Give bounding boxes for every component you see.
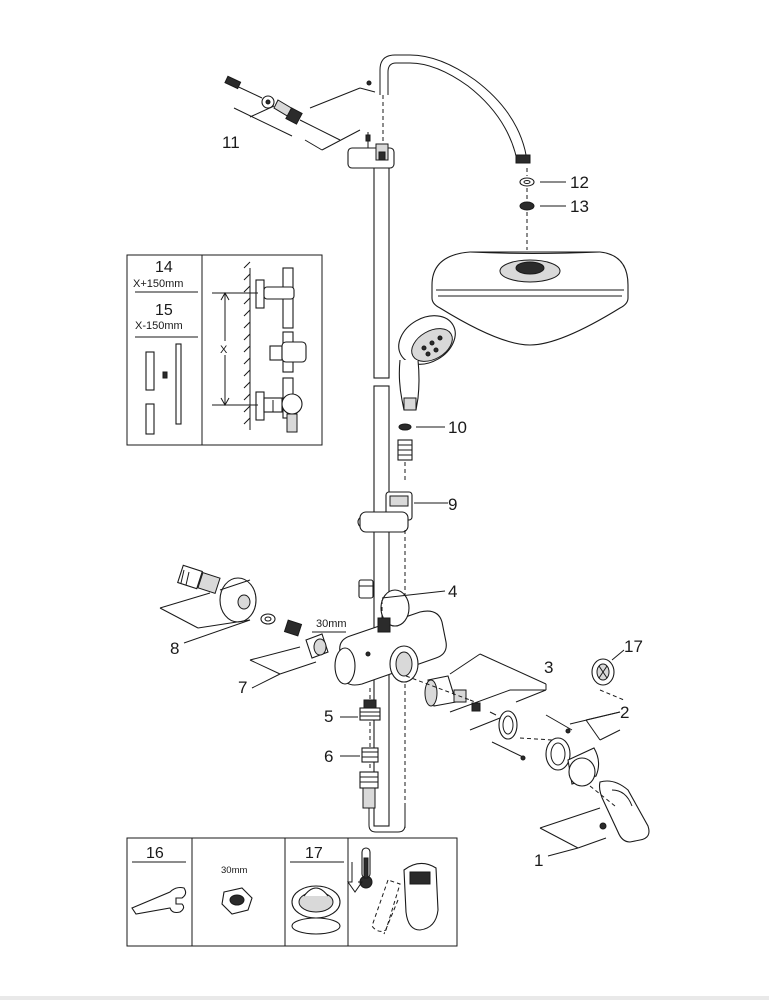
hand-shower xyxy=(398,315,456,411)
callout-13: 13 xyxy=(570,197,589,216)
slider-holder xyxy=(357,491,448,830)
callout-10: 10 xyxy=(448,418,467,437)
acc-num-16: 16 xyxy=(146,845,164,862)
callout-5: 5 xyxy=(324,707,333,726)
cartridge-group xyxy=(405,653,573,761)
wall-anchor-set xyxy=(224,75,376,151)
acc-label-30mm: 30mm xyxy=(221,865,247,876)
height-marker-x: X xyxy=(220,344,228,356)
nut-30mm xyxy=(249,613,346,689)
top-bracket xyxy=(347,132,395,169)
callout-17: 17 xyxy=(624,637,643,656)
acc-num-17: 17 xyxy=(305,845,323,862)
hose-connector xyxy=(397,423,445,480)
callout-6: 6 xyxy=(324,747,333,766)
nut-size-label: 30mm xyxy=(316,618,347,630)
accessories-box: 16 30mm 17 xyxy=(126,837,458,947)
callout-7: 7 xyxy=(238,678,247,697)
lever-handle xyxy=(539,780,650,857)
bottom-fittings xyxy=(340,688,381,809)
callout-11: 11 xyxy=(222,133,240,152)
shower-arm xyxy=(379,54,531,164)
ext-num-15: 15 xyxy=(155,302,173,319)
callout-2: 2 xyxy=(620,703,629,722)
bottom-edge-strip xyxy=(0,996,769,1000)
extension-box: 14 X+150mm 15 X-150mm X xyxy=(126,254,323,446)
left-connector xyxy=(159,564,257,644)
thermostat-body xyxy=(334,579,447,686)
ext-label-plus: X+150mm xyxy=(133,278,183,290)
callout-1: 1 xyxy=(534,851,543,870)
handle-sleeve xyxy=(519,711,621,787)
cap-17-part xyxy=(591,649,625,701)
callout-8: 8 xyxy=(170,639,179,658)
ext-label-minus: X-150mm xyxy=(135,320,183,332)
ext-num-14: 14 xyxy=(155,259,173,276)
head-shower xyxy=(431,251,629,346)
callout-9: 9 xyxy=(448,495,457,514)
callout-12: 12 xyxy=(570,173,589,192)
callout-4: 4 xyxy=(448,582,457,601)
arm-washers xyxy=(519,168,566,250)
callout-3: 3 xyxy=(544,658,553,677)
